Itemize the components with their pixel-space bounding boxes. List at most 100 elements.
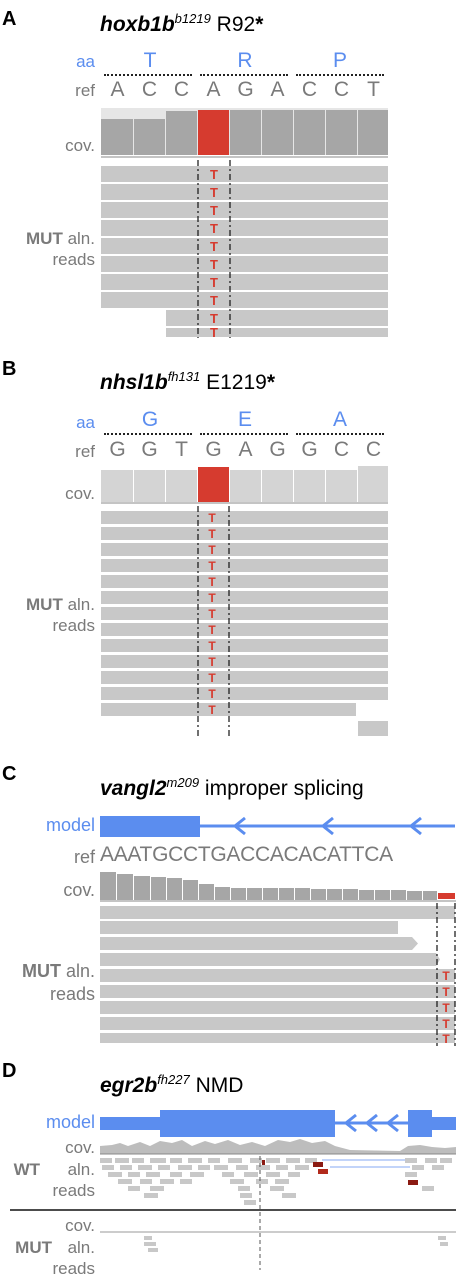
aln-label: aln. xyxy=(67,595,95,614)
coverage-bin xyxy=(358,110,388,155)
ref-base: T xyxy=(175,438,188,461)
read xyxy=(214,1165,228,1170)
variant-base: T xyxy=(210,293,218,308)
read xyxy=(180,1179,192,1184)
coverage-label: cov. xyxy=(63,880,95,900)
read-mismatch xyxy=(318,1169,328,1174)
coverage-bin xyxy=(262,110,293,155)
coverage-bin xyxy=(230,110,261,155)
read xyxy=(222,1172,234,1177)
variant-base: T xyxy=(210,257,218,272)
intron-arrow-icon xyxy=(232,816,246,836)
variant-base: T xyxy=(210,239,218,254)
codon-dots xyxy=(104,433,192,435)
coverage-bin xyxy=(134,876,150,900)
read xyxy=(250,1158,262,1163)
read xyxy=(128,1172,140,1177)
exon xyxy=(408,1110,432,1137)
coverage-bin xyxy=(375,890,390,900)
aa-residue: G xyxy=(141,408,159,431)
read xyxy=(266,1172,280,1177)
ref-base: A xyxy=(238,438,253,461)
coverage-bin xyxy=(326,110,357,155)
panel-a-track: T T T T T T T T T T xyxy=(101,108,388,340)
read xyxy=(101,202,388,218)
read xyxy=(101,256,388,272)
read xyxy=(236,1165,248,1170)
variant-base: T xyxy=(210,185,218,200)
ref-base: A xyxy=(270,78,285,101)
mut-label: MUT xyxy=(26,595,63,614)
read xyxy=(101,703,356,716)
coverage-label: cov. xyxy=(65,484,95,503)
ref-base: C xyxy=(365,438,382,461)
variant-base: T xyxy=(208,527,216,541)
gene-name: hoxb1b xyxy=(100,13,175,36)
ref-base: G xyxy=(205,438,222,461)
coverage-bin xyxy=(199,884,214,900)
variant-base: T xyxy=(442,985,450,999)
variant-base: T xyxy=(442,1032,450,1046)
model-label: model xyxy=(45,815,95,835)
variant-base: T xyxy=(208,639,216,653)
mutation-label: R92 xyxy=(216,13,256,36)
aa-label: aa xyxy=(76,52,95,71)
intron-arrow-icon xyxy=(343,1113,357,1133)
read xyxy=(140,1179,152,1184)
read xyxy=(101,671,388,684)
read xyxy=(101,575,388,588)
read xyxy=(115,1158,129,1163)
coverage-bin xyxy=(262,470,293,502)
read xyxy=(240,1193,252,1198)
variant-base: T xyxy=(208,687,216,701)
read xyxy=(100,1033,455,1043)
coverage-bin xyxy=(215,887,230,900)
read xyxy=(146,1172,160,1177)
allele-name: b1219 xyxy=(174,11,211,26)
ref-base: C xyxy=(333,78,350,101)
panel-d-track xyxy=(10,1110,456,1270)
read xyxy=(101,623,388,636)
read xyxy=(170,1158,182,1163)
read xyxy=(101,238,388,254)
read xyxy=(188,1158,202,1163)
ref-sequence: AAATGCCTGACCACACATTCA xyxy=(100,843,393,866)
coverage-bin xyxy=(326,470,357,502)
coverage-bin xyxy=(183,880,198,900)
read xyxy=(358,721,388,736)
variant-base: T xyxy=(210,311,218,326)
panel-d-title: egr2bfh227 NMD xyxy=(100,1072,243,1098)
read xyxy=(102,1165,114,1170)
ref-base: G xyxy=(269,438,286,461)
coverage-bin xyxy=(327,889,342,900)
coverage-bin xyxy=(231,888,246,900)
read xyxy=(144,1236,152,1240)
variant-base: T xyxy=(210,275,218,290)
read xyxy=(120,1165,132,1170)
variant-base-column: T T T T T xyxy=(442,969,450,1046)
ref-base: A xyxy=(110,78,125,101)
read xyxy=(405,1158,417,1163)
variant-base-column: T T T T T T T T T T T T T xyxy=(208,511,216,717)
read xyxy=(118,1179,132,1184)
variant-base: T xyxy=(210,167,218,182)
read xyxy=(256,1165,270,1170)
codon-dots xyxy=(296,433,384,435)
ref-base: C xyxy=(301,78,318,101)
read xyxy=(100,953,440,966)
coverage-bin xyxy=(279,888,294,900)
read xyxy=(412,1165,424,1170)
codon-dots xyxy=(104,74,192,76)
codon-dots xyxy=(200,74,288,76)
read xyxy=(422,1186,434,1191)
mutation-label: improper splicing xyxy=(204,777,364,800)
coverage-bin xyxy=(100,872,116,900)
variant-base: T xyxy=(442,1001,450,1015)
read xyxy=(305,1158,317,1163)
read xyxy=(276,1165,288,1170)
reads-label: reads xyxy=(49,984,95,1004)
wt-aln-label: aln. xyxy=(67,1160,95,1179)
coverage-bin xyxy=(101,470,133,502)
read-group xyxy=(100,906,455,1043)
read xyxy=(101,687,388,700)
